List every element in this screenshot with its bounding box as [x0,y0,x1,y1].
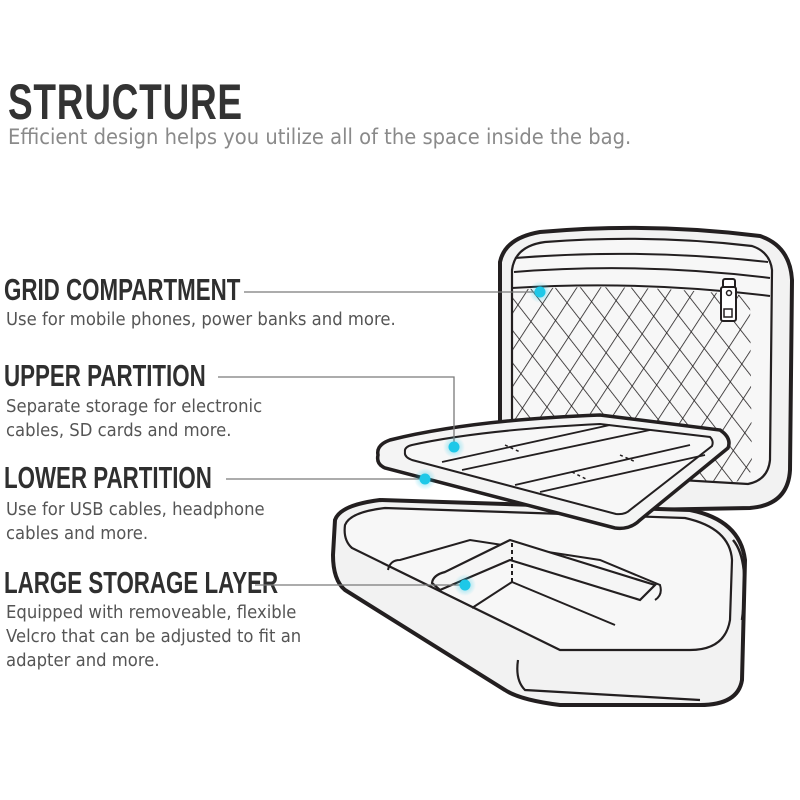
callout-lines [218,291,540,586]
feature-title-grid-compartment: GRID COMPARTMENT [4,272,241,307]
feature-desc-grid-compartment: Use for mobile phones, power banks and m… [6,310,396,330]
dot-upper-partition [448,441,460,453]
feature-title-upper-partition: UPPER PARTITION [4,358,206,393]
storage-tray-icon [430,538,658,626]
partition-panel-icon [375,413,731,531]
feature-title-lower-partition: LOWER PARTITION [4,460,212,495]
page-title: STRUCTURE [8,74,243,130]
feature-desc-large-storage-layer: Equipped with removeable, flexible Velcr… [6,603,302,671]
feature-desc-upper-partition: Separate storage for electronic cables, … [6,397,263,441]
page-subtitle: Efficient design helps you utilize all o… [8,125,632,149]
dot-large-storage [459,579,471,591]
dot-grid-compartment [534,286,546,298]
zipper-pull-icon [720,278,737,322]
bag-base [330,497,748,707]
dot-lower-partition [419,473,431,485]
feature-title-large-storage-layer: LARGE STORAGE LAYER [4,565,279,600]
callout-line-upper-partition [218,376,455,447]
feature-desc-lower-partition: Use for USB cables, headphone cables and… [6,500,265,544]
callout-dots [414,281,551,596]
